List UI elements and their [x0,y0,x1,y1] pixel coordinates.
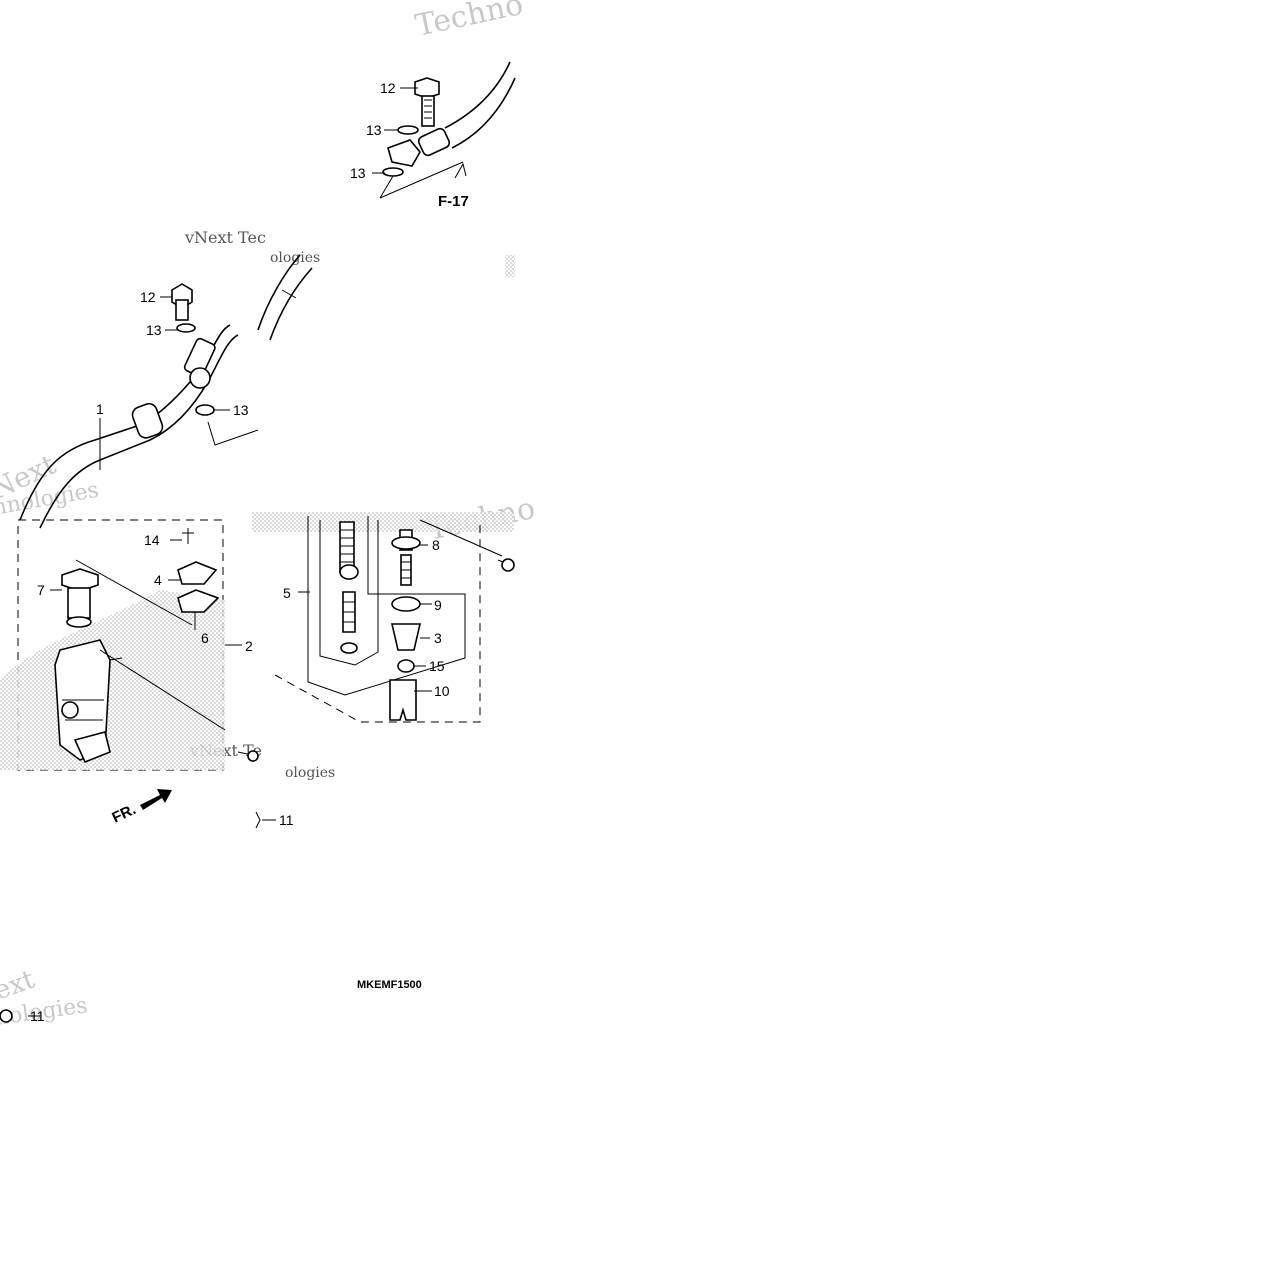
watermark-text: ologies [270,250,320,266]
callout-12: 12 [140,289,156,305]
callout-labels: 12 13 13 F-17 12 13 13 1 14 4 6 2 7 5 8 … [28,80,469,1024]
lower-bolt-fitting [0,750,261,1023]
watermark-text: Techno [412,0,526,44]
callout-2: 2 [245,638,253,654]
callout-4: 4 [154,572,162,588]
callout-5: 5 [283,585,291,601]
callout-13: 13 [233,402,249,418]
callout-12: 12 [380,80,396,96]
callout-1: 1 [96,401,104,417]
callout-7: 7 [37,582,45,598]
callout-15: 15 [429,658,445,674]
callout-3: 3 [434,630,442,646]
master-cylinder-group [0,519,226,771]
reference-f17: F-17 [438,193,469,210]
callout-8: 8 [432,537,440,553]
callout-14: 14 [144,532,160,548]
watermark-text: vNext Tec [184,228,266,247]
front-direction-label: FR. [110,801,139,827]
callout-13: 13 [146,322,162,338]
callout-11: 11 [279,812,294,828]
pushrod-kit-group [252,255,515,723]
watermark-text: ologies [285,765,335,781]
callout-13: 13 [350,165,366,181]
callout-10: 10 [434,683,450,699]
diagram-code: MKEMF1500 [357,979,422,991]
callout-13: 13 [366,122,382,138]
callout-6: 6 [201,630,209,646]
hose-assembly [19,254,313,529]
upper-hose-fitting [379,61,516,199]
front-direction-arrow: FR. [110,789,172,827]
callout-9: 9 [434,597,442,613]
callout-11: 11 [30,1008,45,1024]
